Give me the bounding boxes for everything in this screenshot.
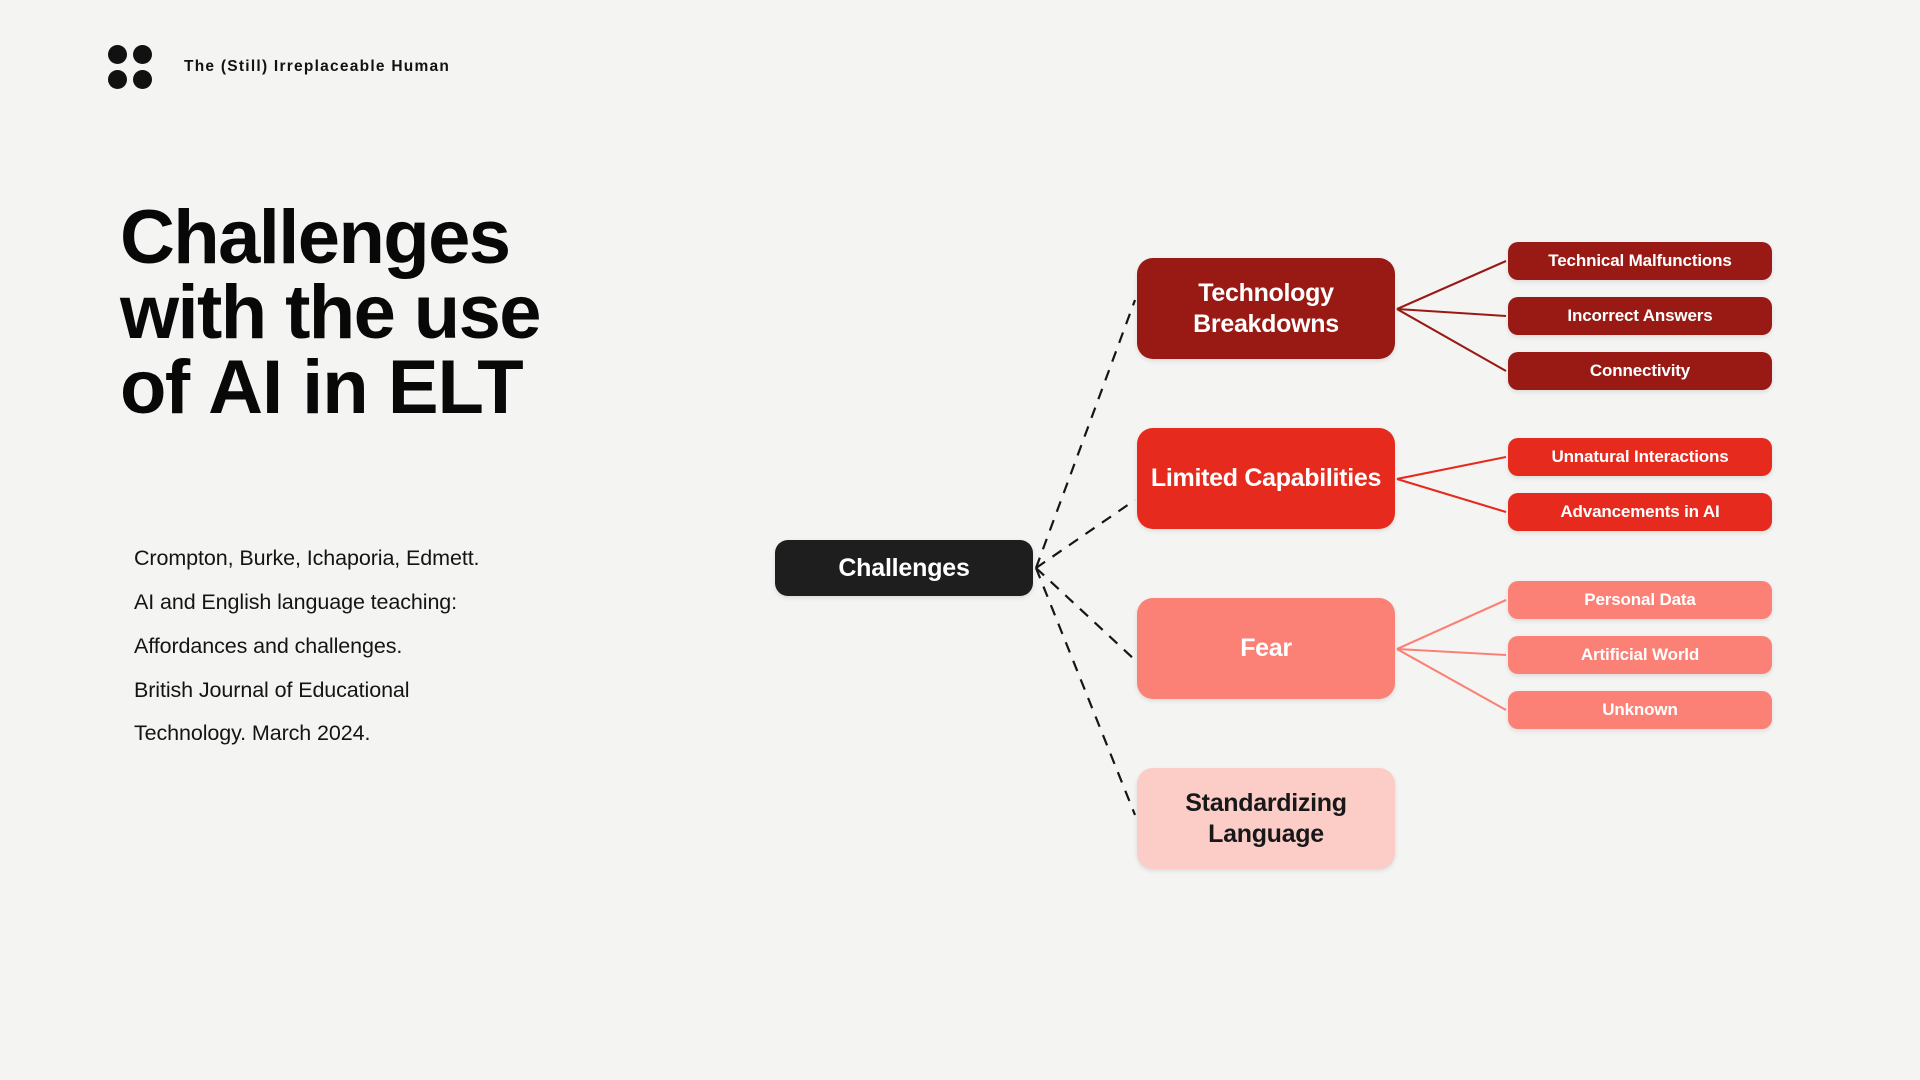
title-line-3: of AI in ELT [120, 350, 780, 426]
mindmap-leaf-unnatural-interactions[interactable]: Unnatural Interactions [1508, 438, 1772, 476]
mindmap-branch-standardizing-language[interactable]: Standardizing Language [1137, 768, 1395, 869]
mindmap-leaf-incorrect-answers[interactable]: Incorrect Answers [1508, 297, 1772, 335]
mindmap-root-node[interactable]: Challenges [775, 540, 1033, 596]
branch-0-connectors [1396, 260, 1507, 372]
mindmap-leaf-technical-malfunctions[interactable]: Technical Malfunctions [1508, 242, 1772, 280]
citation-line-5: Technology. March 2024. [134, 721, 371, 746]
mindmap-branch-technology-breakdowns[interactable]: Technology Breakdowns [1137, 258, 1395, 359]
brand-header: The (Still) Irreplaceable Human [108, 45, 450, 89]
brand-name: The (Still) Irreplaceable Human [184, 58, 451, 75]
mindmap-leaf-connectivity[interactable]: Connectivity [1508, 352, 1772, 390]
mindmap-branch-fear[interactable]: Fear [1137, 598, 1395, 699]
citation-line-3: Affordances and challenges. [134, 633, 403, 658]
four-dots-icon [108, 45, 152, 89]
mindmap-leaf-artificial-world[interactable]: Artificial World [1508, 636, 1772, 674]
title-line-2: with the use [120, 270, 542, 356]
citation-line-4: British Journal of Educational [134, 677, 410, 702]
citation-line-1: Crompton, Burke, Ichaporia, Edmett. [134, 546, 480, 570]
root-connectors [1034, 299, 1137, 816]
title-line-3-emphasis: AI in ELT [208, 345, 524, 431]
mindmap-leaf-unknown[interactable]: Unknown [1508, 691, 1772, 729]
mindmap-leaf-personal-data[interactable]: Personal Data [1508, 581, 1772, 619]
title-line-3-prefix: of [120, 345, 209, 431]
citation-block: Crompton, Burke, Ichaporia, Edmett. AI a… [134, 537, 754, 756]
page-title: Challenges with the use of AI in ELT [120, 195, 780, 426]
branch-2-connectors [1396, 599, 1507, 711]
mindmap-branch-limited-capabilities[interactable]: Limited Capabilities [1137, 428, 1395, 529]
citation-line-2: AI and English language teaching: [134, 589, 458, 614]
title-line-1: Challenges [120, 195, 511, 280]
branch-1-connectors [1396, 455, 1507, 514]
mindmap-leaf-advancements-in-ai[interactable]: Advancements in AI [1508, 493, 1772, 531]
